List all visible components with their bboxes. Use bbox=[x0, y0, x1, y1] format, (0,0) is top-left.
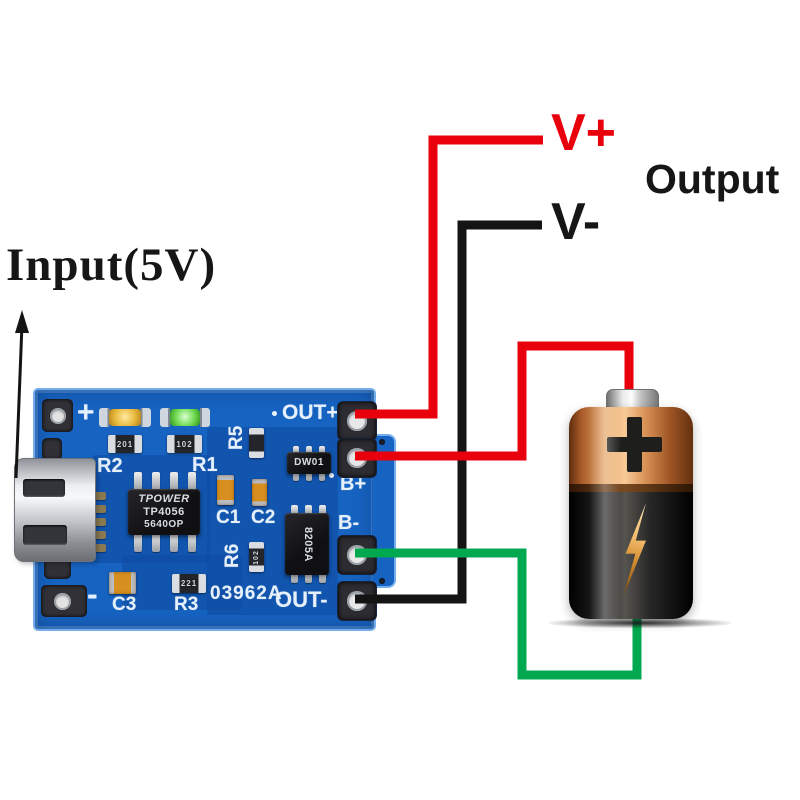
resistor-r2: 201 bbox=[108, 435, 142, 453]
silk-b-minus-label: B- bbox=[338, 512, 360, 534]
ic-pin bbox=[291, 573, 298, 583]
silk-r2-label: R2 bbox=[97, 455, 123, 477]
wire-output-positive bbox=[355, 135, 543, 419]
resistor-r3-code: 221 bbox=[179, 579, 199, 588]
silk-c3-label: C3 bbox=[112, 594, 137, 615]
ic-pin bbox=[293, 473, 299, 481]
silk-r3-label: R3 bbox=[174, 594, 199, 615]
silk-b-plus-label: B+ bbox=[340, 473, 367, 495]
dw01-chip: DW01 bbox=[287, 452, 331, 474]
input-label: Input(5V) bbox=[6, 239, 217, 291]
ic-pin bbox=[170, 472, 178, 491]
input-arrow-head-icon bbox=[15, 310, 29, 333]
usb-slot bbox=[23, 525, 67, 545]
dw01-text: DW01 bbox=[294, 457, 324, 469]
pad-out-plus bbox=[338, 402, 376, 440]
ic-pin bbox=[305, 573, 312, 583]
resistor-r6-code: 102 bbox=[253, 549, 260, 565]
chip-brand-text: TPOWER bbox=[138, 493, 190, 506]
full-led bbox=[160, 408, 210, 427]
silk-r6-label: R6 bbox=[222, 543, 243, 568]
tab-hole bbox=[379, 578, 385, 584]
via-dot bbox=[329, 473, 334, 478]
capacitor-c2 bbox=[252, 479, 267, 506]
mosfet-text: 8205A bbox=[301, 526, 314, 562]
ic-pin bbox=[134, 533, 142, 552]
resistor-r2-code: 201 bbox=[115, 439, 135, 449]
capacitor-c1 bbox=[217, 475, 234, 505]
ic-pin bbox=[134, 472, 142, 491]
mount-hole-bottom-left bbox=[41, 585, 87, 617]
silk-r5-label: R5 bbox=[226, 425, 247, 450]
resistor-r5 bbox=[249, 428, 264, 458]
tp4056-chip: TPOWER TP4056 5640OP bbox=[128, 489, 200, 535]
pad-out-minus bbox=[338, 582, 376, 620]
battery-bottom bbox=[569, 492, 693, 619]
battery bbox=[569, 407, 693, 619]
resistor-r1: 102 bbox=[167, 435, 202, 453]
ic-pin bbox=[188, 472, 196, 491]
ic-pin bbox=[170, 533, 178, 552]
battery-ring bbox=[569, 484, 693, 492]
silk-r1-label: R1 bbox=[192, 454, 218, 476]
silk-out-plus-label: OUT+ bbox=[282, 401, 339, 424]
ic-pin bbox=[293, 446, 299, 454]
ic-pin bbox=[306, 473, 312, 481]
ic-pin bbox=[152, 472, 160, 491]
pad-b-plus bbox=[338, 439, 376, 477]
usb-pin bbox=[95, 492, 106, 500]
mosfet-8205a-chip: 8205A bbox=[285, 513, 329, 575]
ic-pin bbox=[319, 473, 325, 481]
micro-usb-connector bbox=[14, 458, 96, 562]
chip-lot-text: 5640OP bbox=[144, 519, 184, 531]
silk-c2-label: C2 bbox=[251, 507, 276, 528]
resistor-r6: 102 bbox=[249, 542, 264, 572]
v-plus-label: V+ bbox=[551, 104, 617, 162]
resistor-r3: 221 bbox=[172, 574, 206, 593]
tab-hole bbox=[379, 439, 385, 445]
usb-slot bbox=[23, 479, 65, 497]
ic-pin bbox=[305, 505, 312, 515]
ic-pin bbox=[319, 505, 326, 515]
charge-led bbox=[99, 408, 151, 427]
battery-shine bbox=[588, 407, 622, 619]
mount-hole-top-left bbox=[42, 399, 73, 432]
solder-pad bbox=[42, 438, 62, 460]
silk-plus-label: + bbox=[77, 396, 95, 429]
battery-plus-icon bbox=[627, 417, 642, 472]
ic-pin bbox=[319, 573, 326, 583]
ic-pin bbox=[319, 446, 325, 454]
silk-out-minus-label: OUT- bbox=[275, 587, 328, 612]
ic-pin bbox=[306, 446, 312, 454]
usb-pin bbox=[95, 531, 106, 539]
usb-pin bbox=[95, 518, 106, 526]
usb-pin bbox=[95, 544, 106, 552]
ic-pin bbox=[152, 533, 160, 552]
ic-pin bbox=[188, 533, 196, 552]
resistor-r1-code: 102 bbox=[175, 439, 194, 449]
pad-b-minus bbox=[338, 536, 376, 574]
silk-board-id: 03962A bbox=[210, 583, 283, 604]
v-minus-label: V- bbox=[551, 193, 601, 251]
input-arrow-line bbox=[14, 323, 24, 479]
via-dot bbox=[272, 411, 277, 416]
usb-pin bbox=[95, 505, 106, 513]
chip-part-text: TP4056 bbox=[143, 506, 185, 519]
output-label: Output bbox=[645, 156, 780, 202]
capacitor-c3 bbox=[109, 572, 136, 594]
ic-pin bbox=[291, 505, 298, 515]
battery-shadow bbox=[549, 618, 731, 628]
silk-c1-label: C1 bbox=[216, 507, 241, 528]
silk-minus-label: - bbox=[87, 576, 98, 612]
